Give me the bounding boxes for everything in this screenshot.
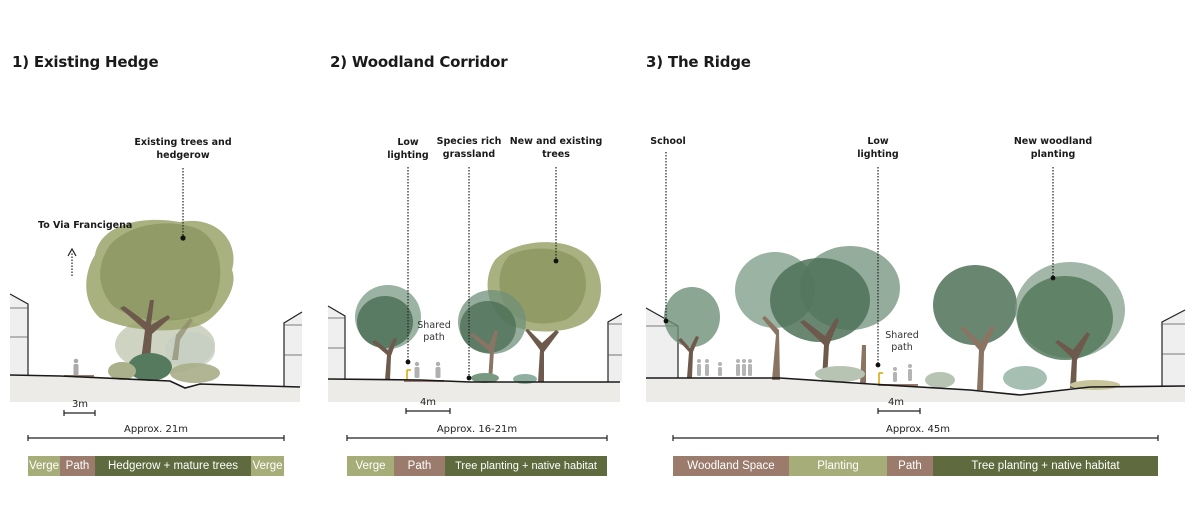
zone-legend: Woodland Space Planting Path Tree planti… [673,456,1158,476]
section-illustration [9,168,303,441]
zone-legend: Verge Path Hedgerow + mature trees Verge [28,456,284,476]
annotation-shared-path: Shared path [417,320,451,343]
section-the-ridge: 3) The Ridge [640,0,1200,522]
overall-dimension-line [27,435,285,441]
section-illustration [645,152,1186,441]
overall-width-label: Approx. 45m [886,424,950,435]
annotation-species-rich-grassland: Species rich grassland [436,136,502,160]
building-left [327,305,346,379]
people-figures [697,359,912,382]
tree-trunk [120,300,170,360]
overall-dimension-line [672,435,1159,441]
scale-bar-label: 4m [419,397,437,408]
section-illustration [327,167,623,441]
annotation-existing-trees: Existing trees and hedgerow [134,137,232,161]
annotation-low-lighting: Low lighting [387,137,429,161]
zone-legend: Verge Path Tree planting + native habita… [347,456,607,476]
overall-width-label: Approx. 21m [124,424,188,435]
ground [10,375,300,402]
section-existing-hedge: 1) Existing Hedge [0,0,310,522]
person-figure [73,358,79,376]
building-left [9,293,29,375]
person-figure [414,361,441,378]
legend-segment-path: Path [60,456,95,476]
annotation-shared-path: Shared path [885,330,919,353]
legend-segment-habitat: Tree planting + native habitat [445,456,607,476]
ground [646,378,1185,402]
legend-segment-hedgerow: Hedgerow + mature trees [95,456,251,476]
scale-bar-label: 4m [887,397,905,408]
overall-width-label: Approx. 16-21m [436,424,518,435]
legend-segment-verge: Verge [347,456,394,476]
low-lighting-lamp [878,372,883,384]
legend-segment-path: Path [394,456,445,476]
building-right [283,311,303,387]
legend-segment-woodland-space: Woodland Space [673,456,789,476]
legend-segment-verge: Verge [251,456,284,476]
scale-bar-label: 3m [71,399,89,410]
annotation-new-existing-trees: New and existing trees [509,136,603,160]
scale-bar [63,410,96,416]
overall-dimension-line [346,435,608,441]
scale-bar [877,408,921,414]
scale-bar [405,408,451,414]
annotation-school: School [650,136,686,147]
legend-segment-habitat: Tree planting + native habitat [933,456,1158,476]
section-title: 1) Existing Hedge [12,53,159,71]
building-right [607,313,623,382]
ground [328,379,620,402]
annotation-new-woodland-planting: New woodland planting [1013,136,1093,160]
section-title: 2) Woodland Corridor [330,53,508,71]
legend-segment-verge: Verge [28,456,60,476]
section-woodland-corridor: 2) Woodland Corridor [320,0,630,522]
annotation-low-lighting: Low lighting [857,136,899,160]
section-title: 3) The Ridge [646,53,751,71]
annotation-via-francigena: To Via Francigena [38,220,133,231]
legend-segment-path: Path [887,456,933,476]
building-right [1161,309,1186,386]
legend-segment-planting: Planting [789,456,887,476]
